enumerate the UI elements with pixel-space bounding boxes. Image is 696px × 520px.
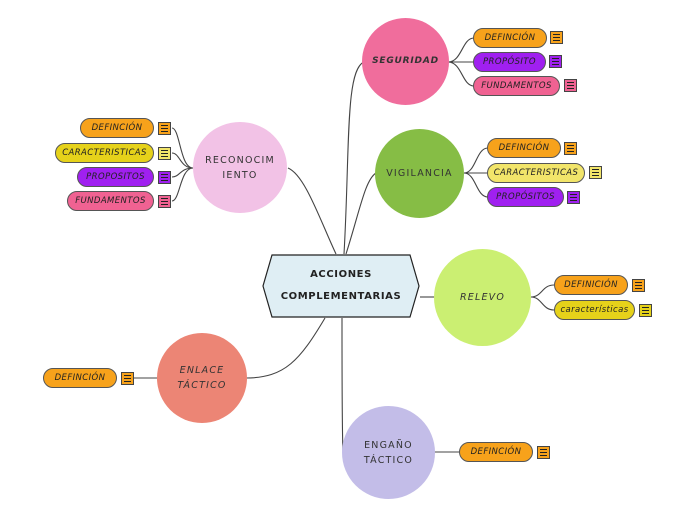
note-icon[interactable] (567, 191, 580, 204)
subtopic-engano-definicion[interactable]: DEFINCIÓN (459, 442, 533, 462)
subtopic-enlace-definicion[interactable]: DEFINCIÓN (43, 368, 117, 388)
note-icon[interactable] (158, 195, 171, 208)
topic-vigilancia[interactable]: VIGILANCIA (375, 129, 464, 218)
topic-reconocimiento-line2: IENTO (222, 169, 258, 181)
subtopic-reconocimiento-caracteristicas[interactable]: CARACTERISTICAS (55, 143, 154, 163)
topic-reconocimiento-line1: RECONOCIM (205, 154, 275, 166)
note-icon[interactable] (158, 171, 171, 184)
subtopic-reconocimiento-fundamentos[interactable]: FUNDAMENTOS (67, 191, 154, 211)
central-topic-line2: COMPLEMENTARIAS (280, 291, 402, 302)
topic-engano-label: ENGAÑO TÁCTICO (363, 439, 414, 466)
topic-vigilancia-label: VIGILANCIA (386, 168, 453, 179)
subtopic-vigilancia-caracteristicas[interactable]: CARACTERISTICAS (487, 163, 585, 183)
note-icon[interactable] (589, 166, 602, 179)
subtopic-vigilancia-propositos[interactable]: PROPÓSITOS (487, 187, 564, 207)
note-icon[interactable] (158, 122, 171, 135)
subtopic-seguridad-proposito[interactable]: PROPÓSITO (473, 52, 546, 72)
central-topic-shape (262, 254, 420, 318)
subtopic-vigilancia-definicion[interactable]: DEFINCIÓN (487, 138, 561, 158)
topic-seguridad[interactable]: SEGURIDAD (362, 18, 449, 105)
note-icon[interactable] (158, 147, 171, 160)
topic-seguridad-label: SEGURIDAD (372, 56, 439, 66)
subtopic-reconocimiento-definicion[interactable]: DEFINCIÓN (80, 118, 154, 138)
topic-relevo[interactable]: RELEVO (434, 249, 531, 346)
note-icon[interactable] (564, 142, 577, 155)
subtopic-seguridad-definicion[interactable]: DEFINCIÓN (473, 28, 547, 48)
note-icon[interactable] (121, 372, 134, 385)
topic-enlace-line2: TÁCTICO (177, 380, 227, 391)
note-icon[interactable] (550, 31, 563, 44)
central-topic-line1: ACCIONES (310, 269, 372, 280)
central-topic[interactable]: ACCIONES COMPLEMENTARIAS (262, 254, 420, 318)
topic-enlace-line1: ENLACE (179, 365, 225, 376)
subtopic-relevo-caracteristicas[interactable]: características (554, 300, 635, 320)
topic-relevo-label: RELEVO (459, 292, 506, 303)
note-icon[interactable] (549, 55, 562, 68)
note-icon[interactable] (639, 304, 652, 317)
note-icon[interactable] (564, 79, 577, 92)
note-icon[interactable] (537, 446, 550, 459)
note-icon[interactable] (632, 279, 645, 292)
topic-reconocimiento[interactable]: RECONOCIM IENTO (193, 122, 287, 213)
topic-engano-tactico[interactable]: ENGAÑO TÁCTICO (342, 406, 435, 499)
subtopic-seguridad-fundamentos[interactable]: FUNDAMENTOS (473, 76, 560, 96)
subtopic-reconocimiento-propositos[interactable]: PROPOSITOS (77, 167, 154, 187)
subtopic-relevo-definicion[interactable]: DEFINICIÓN (554, 275, 628, 295)
topic-enlace-tactico[interactable]: ENLACE TÁCTICO (157, 333, 247, 423)
